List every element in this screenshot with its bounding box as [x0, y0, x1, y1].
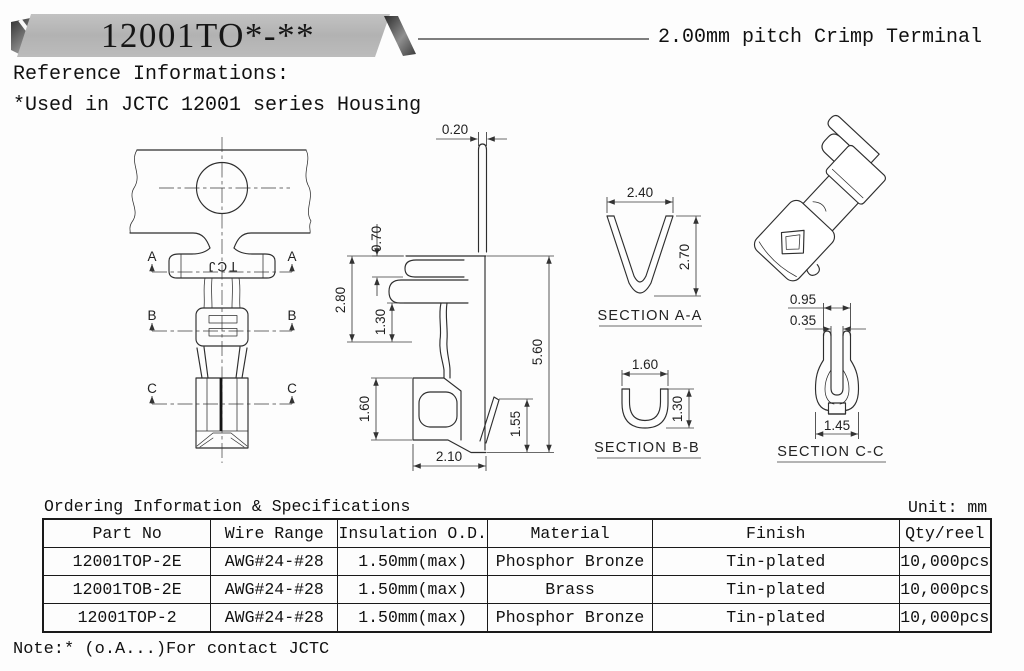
ribbon-body: [17, 14, 390, 57]
col-header-wire-range: Wire Range: [210, 518, 339, 548]
col-header-material: Material: [487, 518, 654, 548]
section-c-letter: C: [287, 381, 297, 396]
section-line-a: A A: [147, 249, 297, 273]
section-line-b: B B: [147, 308, 297, 332]
cell-insulation: 1.50mm(max): [337, 575, 489, 604]
dim-top-flange: 0.70: [369, 226, 384, 252]
cell-finish: Tin-plated: [652, 547, 900, 576]
section-aa-title: SECTION A-A: [597, 308, 702, 324]
section-bb-title: SECTION B-B: [594, 440, 700, 456]
dim-cc-base-width: 1.45: [824, 418, 850, 433]
dim-aa-height: 2.70: [677, 244, 692, 270]
dim-upper-body: 2.80: [333, 287, 348, 313]
cell-wire-range: AWG#24-#28: [210, 575, 339, 604]
dim-cc-outer-width: 0.95: [790, 292, 816, 307]
table-header-row: Part No Wire Range Insulation O.D. Mater…: [42, 518, 992, 548]
front-view-drawing: TCJ A A B B: [129, 137, 312, 463]
cell-finish: Tin-plated: [652, 603, 900, 633]
dim-lance: 1.55: [508, 411, 523, 437]
col-header-finish: Finish: [652, 518, 900, 548]
col-header-part-no: Part No: [42, 518, 212, 548]
dim-tab-thickness: 0.20: [442, 122, 468, 137]
product-subtitle: 2.00mm pitch Crimp Terminal: [658, 26, 983, 49]
section-a-letter: A: [147, 249, 156, 264]
section-a-letter: A: [287, 249, 296, 264]
iso-view-drawing: [753, 114, 887, 282]
part-number-banner-text: 12001TO*-**: [101, 16, 315, 55]
section-c-letter: C: [147, 381, 157, 396]
spec-table: Part No Wire Range Insulation O.D. Mater…: [42, 518, 992, 633]
dim-aa-width: 2.40: [627, 185, 653, 200]
section-cc-drawing: 0.95 0.35 1.45 SECTION C-C: [777, 292, 886, 463]
cell-finish: Tin-plated: [652, 575, 900, 604]
col-header-insulation: Insulation O.D.: [337, 518, 489, 548]
cell-wire-range: AWG#24-#28: [210, 547, 339, 576]
reference-housing-note: *Used in JCTC 12001 series Housing: [13, 94, 422, 117]
dim-base-width: 2.10: [436, 449, 462, 464]
cell-material: Phosphor Bronze: [487, 603, 654, 633]
cell-part-no: 12001TOP-2E: [42, 547, 212, 576]
cell-material: Brass: [487, 575, 654, 604]
dim-mid-section: 1.30: [373, 309, 388, 335]
technical-drawing: TCJ A A B B: [129, 114, 887, 471]
section-b-letter: B: [287, 308, 296, 323]
section-bb-drawing: 1.60 1.30 SECTION B-B: [594, 357, 701, 459]
cell-qty: 10,000pcs: [898, 603, 992, 633]
section-b-letter: B: [147, 308, 156, 323]
side-view-drawing: 0.20 0.70 2.80 1.30 1.60 5.60 1.55 2.10: [333, 122, 554, 471]
section-aa-drawing: 2.40 2.70 SECTION A-A: [597, 185, 702, 327]
footnote: Note:* (o.A...)For contact JCTC: [13, 640, 330, 659]
dim-cc-slot-width: 0.35: [790, 313, 816, 328]
cell-wire-range: AWG#24-#28: [210, 603, 339, 633]
ordering-title: Ordering Information & Specifications: [44, 497, 411, 516]
pilot-hole: [195, 161, 249, 215]
col-header-qty: Qty/reel: [898, 518, 992, 548]
ribbon-right-fold: [384, 16, 416, 56]
dim-bb-height: 1.30: [670, 396, 685, 422]
stamp-marking: TCJ: [207, 259, 238, 274]
unit-label: Unit: mm: [908, 498, 988, 517]
reference-title: Reference Informations:: [13, 63, 290, 86]
section-cc-title: SECTION C-C: [777, 444, 884, 460]
cell-part-no: 12001TOP-2: [42, 603, 212, 633]
title-banner: 12001TO*-**: [11, 14, 649, 57]
dim-lower-block: 1.60: [357, 396, 372, 422]
dim-total-height: 5.60: [530, 339, 545, 365]
cell-insulation: 1.50mm(max): [337, 547, 489, 576]
cell-insulation: 1.50mm(max): [337, 603, 489, 633]
section-line-c: C C: [147, 381, 297, 405]
cell-part-no: 12001TOB-2E: [42, 575, 212, 604]
cell-qty: 10,000pcs: [898, 575, 992, 604]
table-row: 12001TOB-2E AWG#24-#28 1.50mm(max) Brass…: [42, 575, 992, 604]
dim-bb-width: 1.60: [632, 357, 658, 372]
table-row: 12001TOP-2E AWG#24-#28 1.50mm(max) Phosp…: [42, 547, 992, 576]
cell-material: Phosphor Bronze: [487, 547, 654, 576]
table-row: 12001TOP-2 AWG#24-#28 1.50mm(max) Phosph…: [42, 603, 992, 633]
cell-qty: 10,000pcs: [898, 547, 992, 576]
